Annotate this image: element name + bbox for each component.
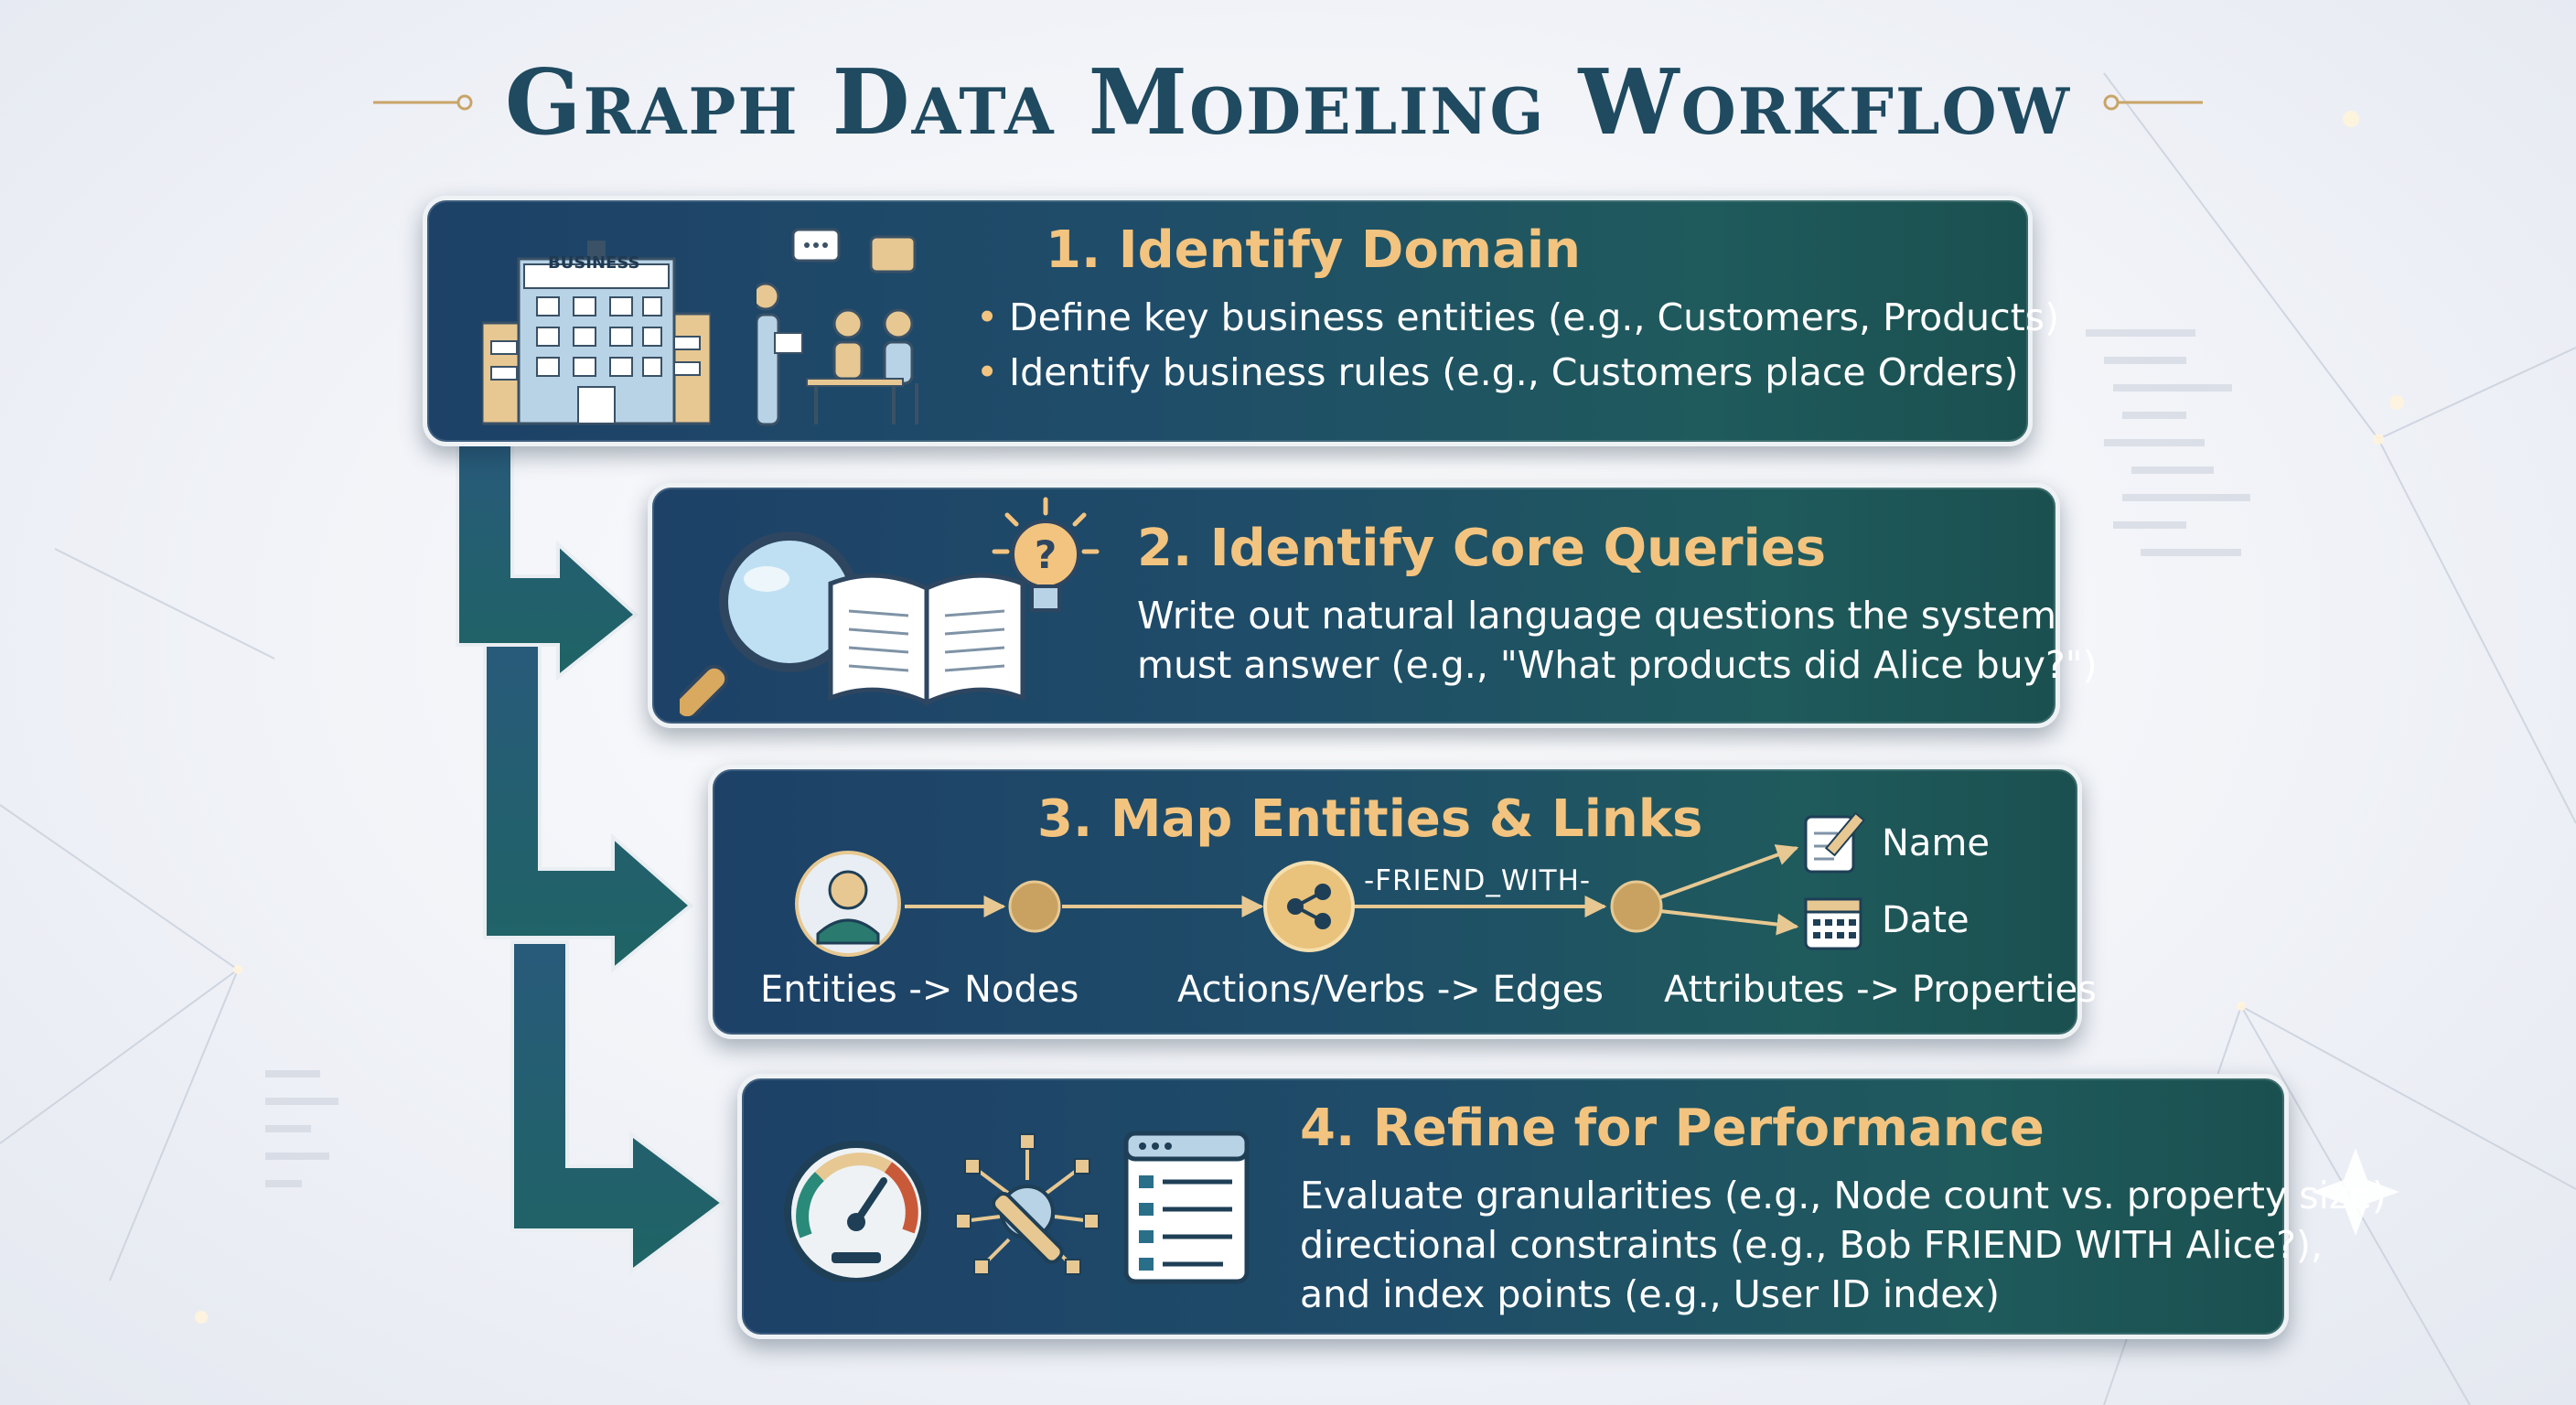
building-label: BUSINESS — [548, 253, 640, 273]
flow-arrow-3-to-4 — [510, 940, 726, 1275]
step-4-card: 4. Refine for Performance Evaluate granu… — [737, 1074, 2387, 1339]
page-title: Graph Data Modeling Workflow — [504, 49, 2072, 156]
step-1-bullet-1-text: Define key business entities (e.g., Cust… — [1009, 295, 2060, 339]
svg-text:?: ? — [1035, 532, 1057, 577]
entity-graph-diagram — [795, 811, 1866, 957]
title-bar: Graph Data Modeling Workflow — [0, 48, 2576, 157]
step-4-description-line-1: Evaluate granularities (e.g., Node count… — [1300, 1174, 2387, 1217]
step-4-description-line-3: and index points (e.g., User ID index) — [1300, 1272, 2001, 1316]
step-3-heading: 3. Map Entities & Links — [1037, 789, 1703, 849]
step-3-card: 3. Map Entities & Links — [708, 765, 2097, 1039]
attributes-properties-label: Attributes -> Properties — [1664, 969, 2097, 1011]
gauge-icon — [784, 1141, 928, 1282]
step-4-description-line-2: directional constraints (e.g., Bob FRIEN… — [1300, 1223, 2324, 1267]
step-2-description-line-2: must answer (e.g., "What products did Al… — [1137, 643, 2098, 687]
step-1-card: BUSINESS 1. Identify Domain •Define key … — [423, 196, 2059, 446]
graph-node-2 — [1610, 880, 1663, 933]
entities-nodes-label: Entities -> Nodes — [760, 969, 1079, 1011]
lightbulb-question-icon: ? — [992, 497, 1100, 612]
property-date-label: Date — [1882, 899, 1970, 941]
person-node-icon — [795, 851, 901, 957]
edge-label: -FRIEND_WITH- — [1364, 864, 1592, 897]
team-meeting-icon — [757, 228, 918, 426]
title-ornament-left — [372, 94, 473, 111]
open-book-icon — [828, 573, 1025, 706]
actions-edges-label: Actions/Verbs -> Edges — [1177, 969, 1605, 1011]
wrench-network-icon — [955, 1133, 1100, 1275]
step-1-heading: 1. Identify Domain — [1046, 220, 1581, 280]
step-4-heading: 4. Refine for Performance — [1300, 1099, 2045, 1158]
edit-form-icon — [1804, 811, 1866, 874]
checklist-window-icon — [1123, 1131, 1250, 1284]
step-2-description-line-1: Write out natural language questions the… — [1137, 594, 2057, 638]
title-ornament-right — [2103, 94, 2204, 111]
step-1-bullet-2: •Identify business rules (e.g., Customer… — [976, 350, 2019, 394]
flow-arrow-1-to-2 — [456, 437, 639, 681]
step-1-bullet-1: •Define key business entities (e.g., Cus… — [976, 295, 2060, 339]
flow-arrow-2-to-3 — [483, 643, 694, 974]
property-name-label: Name — [1882, 822, 1991, 864]
business-building-icon — [482, 241, 711, 425]
step-2-card: ? 2. Identify Core Queries Write out nat… — [648, 483, 2098, 728]
graph-node-1 — [1008, 880, 1061, 933]
step-1-bullet-2-text: Identify business rules (e.g., Customers… — [1009, 350, 2019, 394]
step-2-heading: 2. Identify Core Queries — [1137, 519, 1827, 578]
calendar-icon — [1804, 897, 1862, 950]
share-node-icon — [1263, 861, 1355, 952]
